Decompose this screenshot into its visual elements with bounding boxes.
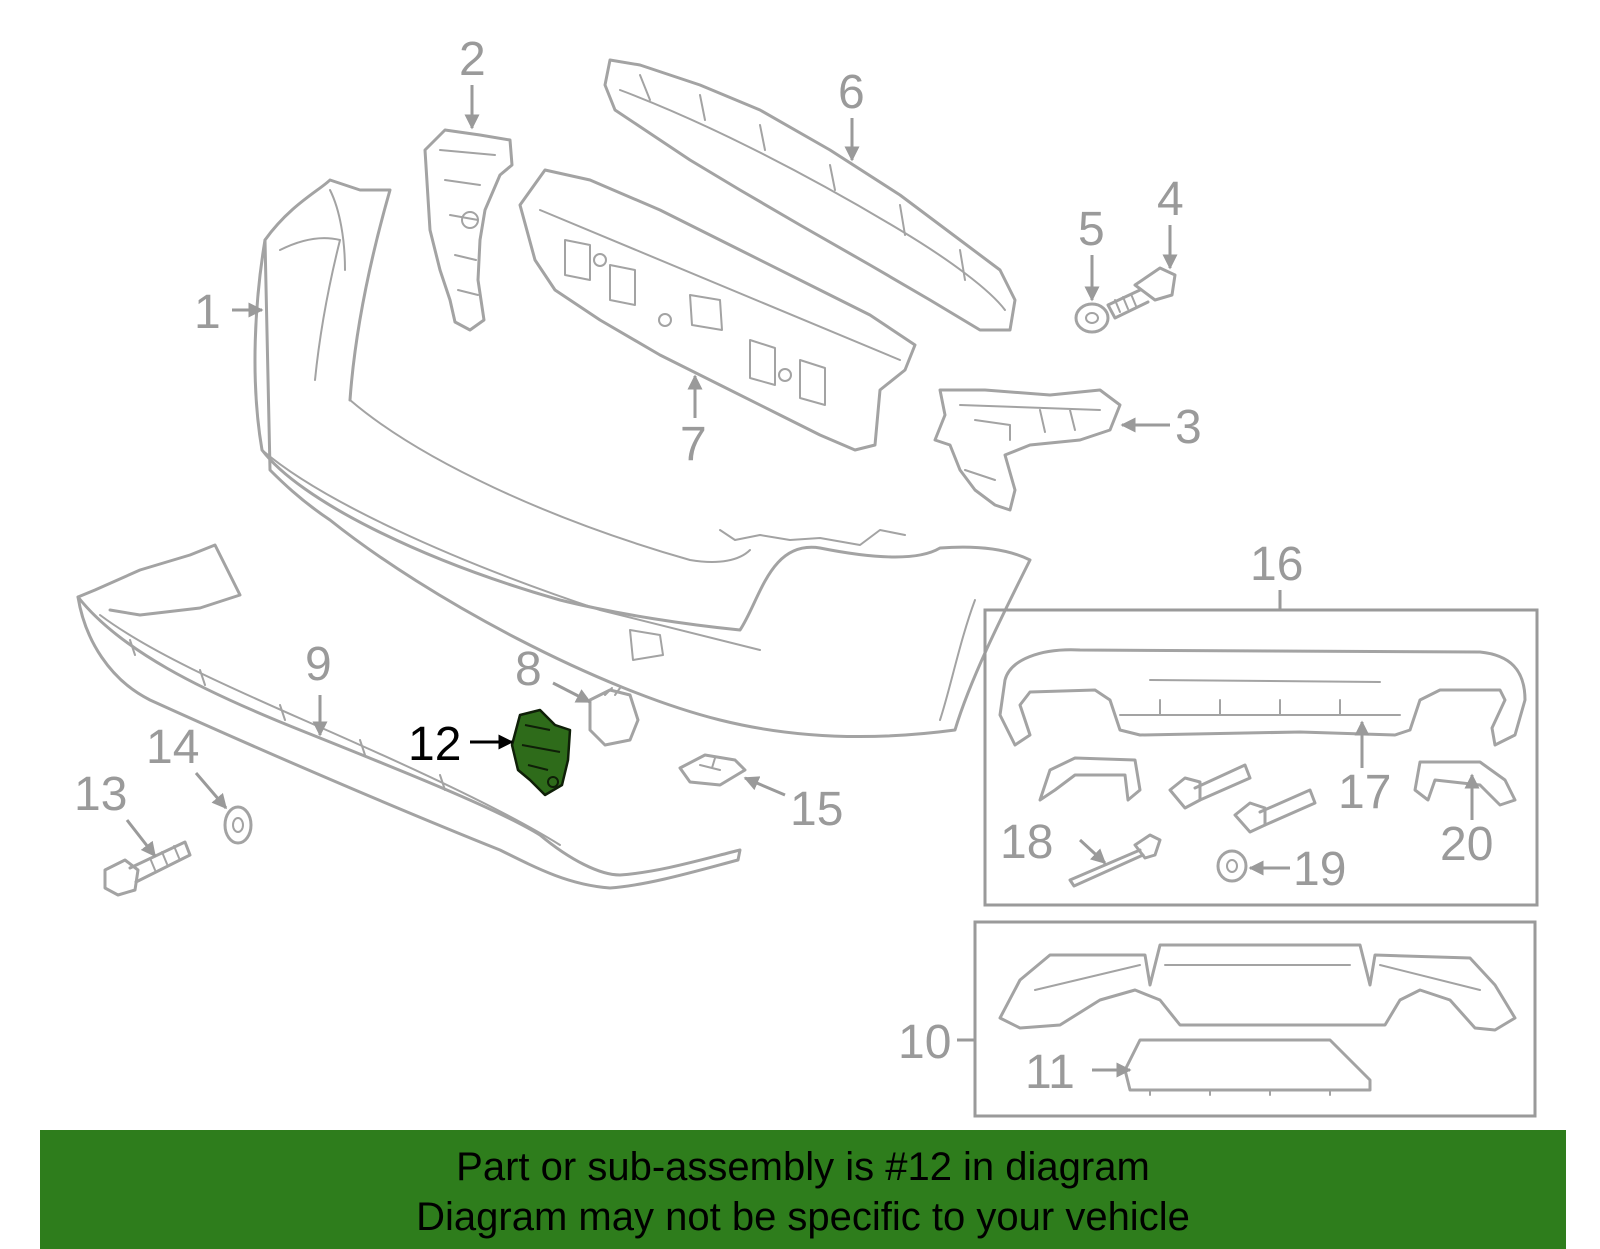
callout-14: 14 [146, 721, 199, 774]
callout-18: 18 [1000, 816, 1053, 869]
part-13-bolt[interactable] [103, 840, 192, 897]
part-15-clip[interactable] [678, 753, 747, 787]
part-7-reinforcement-beam[interactable] [518, 168, 917, 452]
callout-9: 9 [305, 638, 332, 691]
part-11-insert[interactable] [1123, 1038, 1372, 1096]
part-1-bumper-cover[interactable] [253, 178, 1032, 739]
part-8-cover[interactable] [588, 687, 640, 747]
part-3-right-bracket[interactable] [933, 388, 1122, 512]
part-9-lower-valance[interactable] [76, 543, 742, 890]
callout-11: 11 [1025, 1046, 1075, 1099]
part-screw-17b[interactable] [1233, 788, 1317, 834]
info-banner: Part or sub-assembly is #12 in diagram D… [40, 1130, 1566, 1249]
part-screw-17a[interactable] [1168, 763, 1252, 810]
callout-labels: 1 2 3 4 5 6 7 8 9 10 11 12 13 14 15 16 1… [74, 33, 1493, 1099]
callout-3: 3 [1175, 401, 1202, 454]
part-10-diffuser-frame[interactable] [998, 943, 1517, 1032]
banner-line-disclaimer: Diagram may not be specific to your vehi… [416, 1195, 1190, 1239]
callout-6: 6 [838, 66, 865, 119]
part-20-bracket-left[interactable] [1038, 756, 1142, 802]
callout-2: 2 [459, 33, 486, 86]
part-6-energy-absorber[interactable] [603, 58, 1017, 332]
part-18-rivet[interactable] [1068, 833, 1162, 888]
callout-17: 17 [1338, 766, 1391, 819]
callout-8: 8 [515, 643, 542, 696]
part-5-washer[interactable] [1074, 302, 1110, 334]
callout-7: 7 [680, 418, 707, 471]
callout-19: 19 [1293, 843, 1346, 896]
callout-10: 10 [898, 1016, 951, 1069]
callout-5: 5 [1078, 203, 1105, 256]
banner-line-part: Part or sub-assembly is #12 in diagram [456, 1145, 1150, 1189]
assembly-10-box [973, 920, 1537, 1118]
callout-1: 1 [194, 286, 221, 339]
callout-13: 13 [74, 768, 127, 821]
part-17-diffuser[interactable] [998, 648, 1527, 747]
part-12-bracket-highlighted[interactable] [510, 708, 572, 797]
leader-lines [125, 85, 1480, 1078]
part-20-bracket-right[interactable] [1413, 760, 1517, 807]
part-19-washer[interactable] [1216, 849, 1248, 883]
part-4-bolt[interactable] [1106, 266, 1177, 320]
callout-12: 12 [408, 718, 461, 771]
part-2-side-bracket[interactable] [423, 128, 514, 332]
callout-20: 20 [1440, 818, 1493, 871]
callout-4: 4 [1157, 173, 1184, 226]
callout-16: 16 [1250, 538, 1303, 591]
callout-15: 15 [790, 783, 843, 836]
assembly-16-box [983, 608, 1539, 907]
part-14-washer[interactable] [223, 805, 253, 845]
